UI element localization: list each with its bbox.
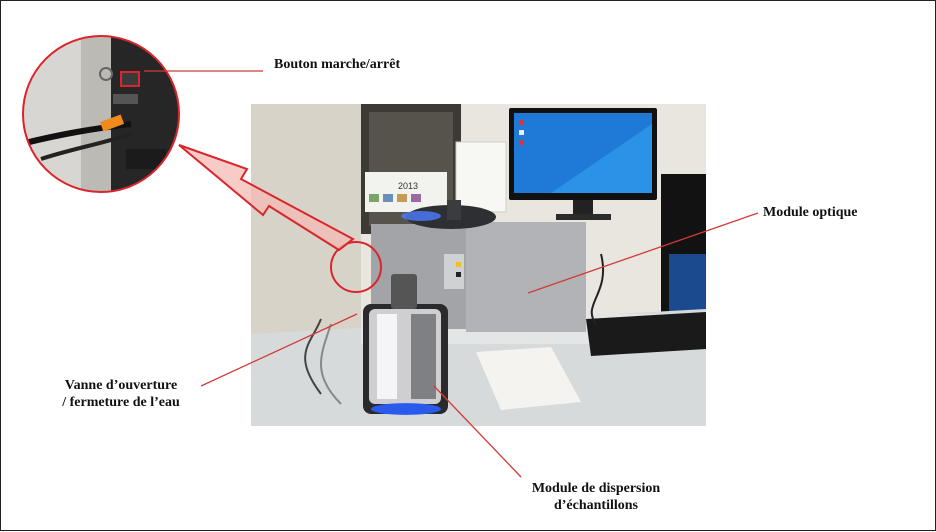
label-water-valve: Vanne d’ouverture / fermeture de l’eau <box>41 377 201 411</box>
label-dispersion-line1: Module de dispersion <box>531 481 661 496</box>
calendar-year: 2013 <box>398 181 418 191</box>
label-water-valve-line2: / fermeture de l’eau <box>62 395 180 410</box>
label-dispersion-module: Module de dispersion d’échantillons <box>501 480 691 514</box>
lab-photo: 2013 <box>251 104 706 426</box>
label-power-button: Bouton marche/arrêt <box>274 56 400 73</box>
label-optical-module-text: Module optique <box>763 205 858 220</box>
power-button-zoom-inset <box>21 34 181 194</box>
label-water-valve-line1: Vanne d’ouverture <box>64 378 178 393</box>
inset-illustration <box>22 35 180 193</box>
label-power-button-text: Bouton marche/arrêt <box>274 57 401 72</box>
label-dispersion-line2: d’échantillons <box>553 498 638 513</box>
lab-photo-illustration: 2013 <box>251 104 706 426</box>
label-optical-module: Module optique <box>763 204 858 221</box>
